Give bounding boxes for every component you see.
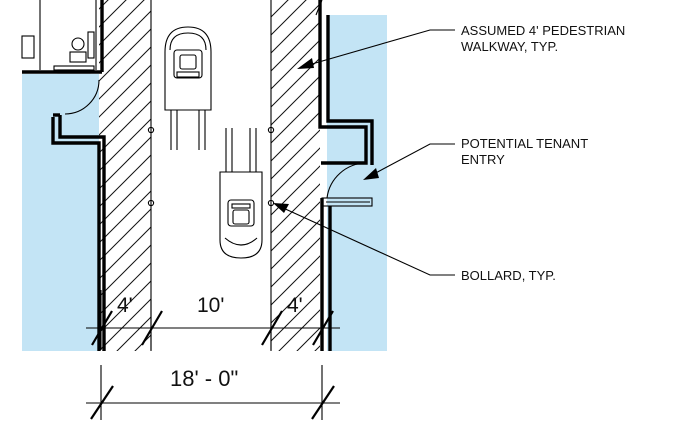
tenant-entry-note-line1: POTENTIAL TENANT <box>461 136 588 151</box>
bollard-icon <box>147 126 155 134</box>
walkway-note-line2: WALKWAY, TYP. <box>461 39 558 54</box>
walkway-leader <box>297 0 455 69</box>
tenant-entry-note-line2: ENTRY <box>461 152 505 167</box>
left-door-swing-icon <box>64 79 100 115</box>
overall-width-dimension: 18' - 0" <box>170 366 238 391</box>
drive-aisle-dimension: 10' <box>197 294 224 317</box>
shopping-cart-icon <box>219 128 263 259</box>
bollard-leader <box>273 203 455 276</box>
walkway-note-line1: ASSUMED 4' PEDESTRIAN <box>461 23 625 38</box>
bollard-icon <box>267 199 275 207</box>
left-walkway-dimension: 4' <box>117 294 133 317</box>
bollard-icon <box>267 126 275 134</box>
right-tenant-zone <box>327 15 387 351</box>
cart-corral-icon <box>164 26 212 150</box>
left-pedestrian-walkway <box>99 0 151 351</box>
bollard-group <box>147 126 275 207</box>
bollard-note: BOLLARD, TYP. <box>461 268 556 283</box>
bollard-icon <box>147 199 155 207</box>
tenant-entry-leader <box>363 143 455 180</box>
overall-dimension-line <box>86 365 340 420</box>
left-building-wall <box>51 113 106 351</box>
right-walkway-dimension: 4' <box>287 294 303 317</box>
tenant-entry-door-swing-icon <box>326 162 367 199</box>
segment-dimension-line <box>86 290 340 350</box>
left-building-upper <box>21 0 104 74</box>
